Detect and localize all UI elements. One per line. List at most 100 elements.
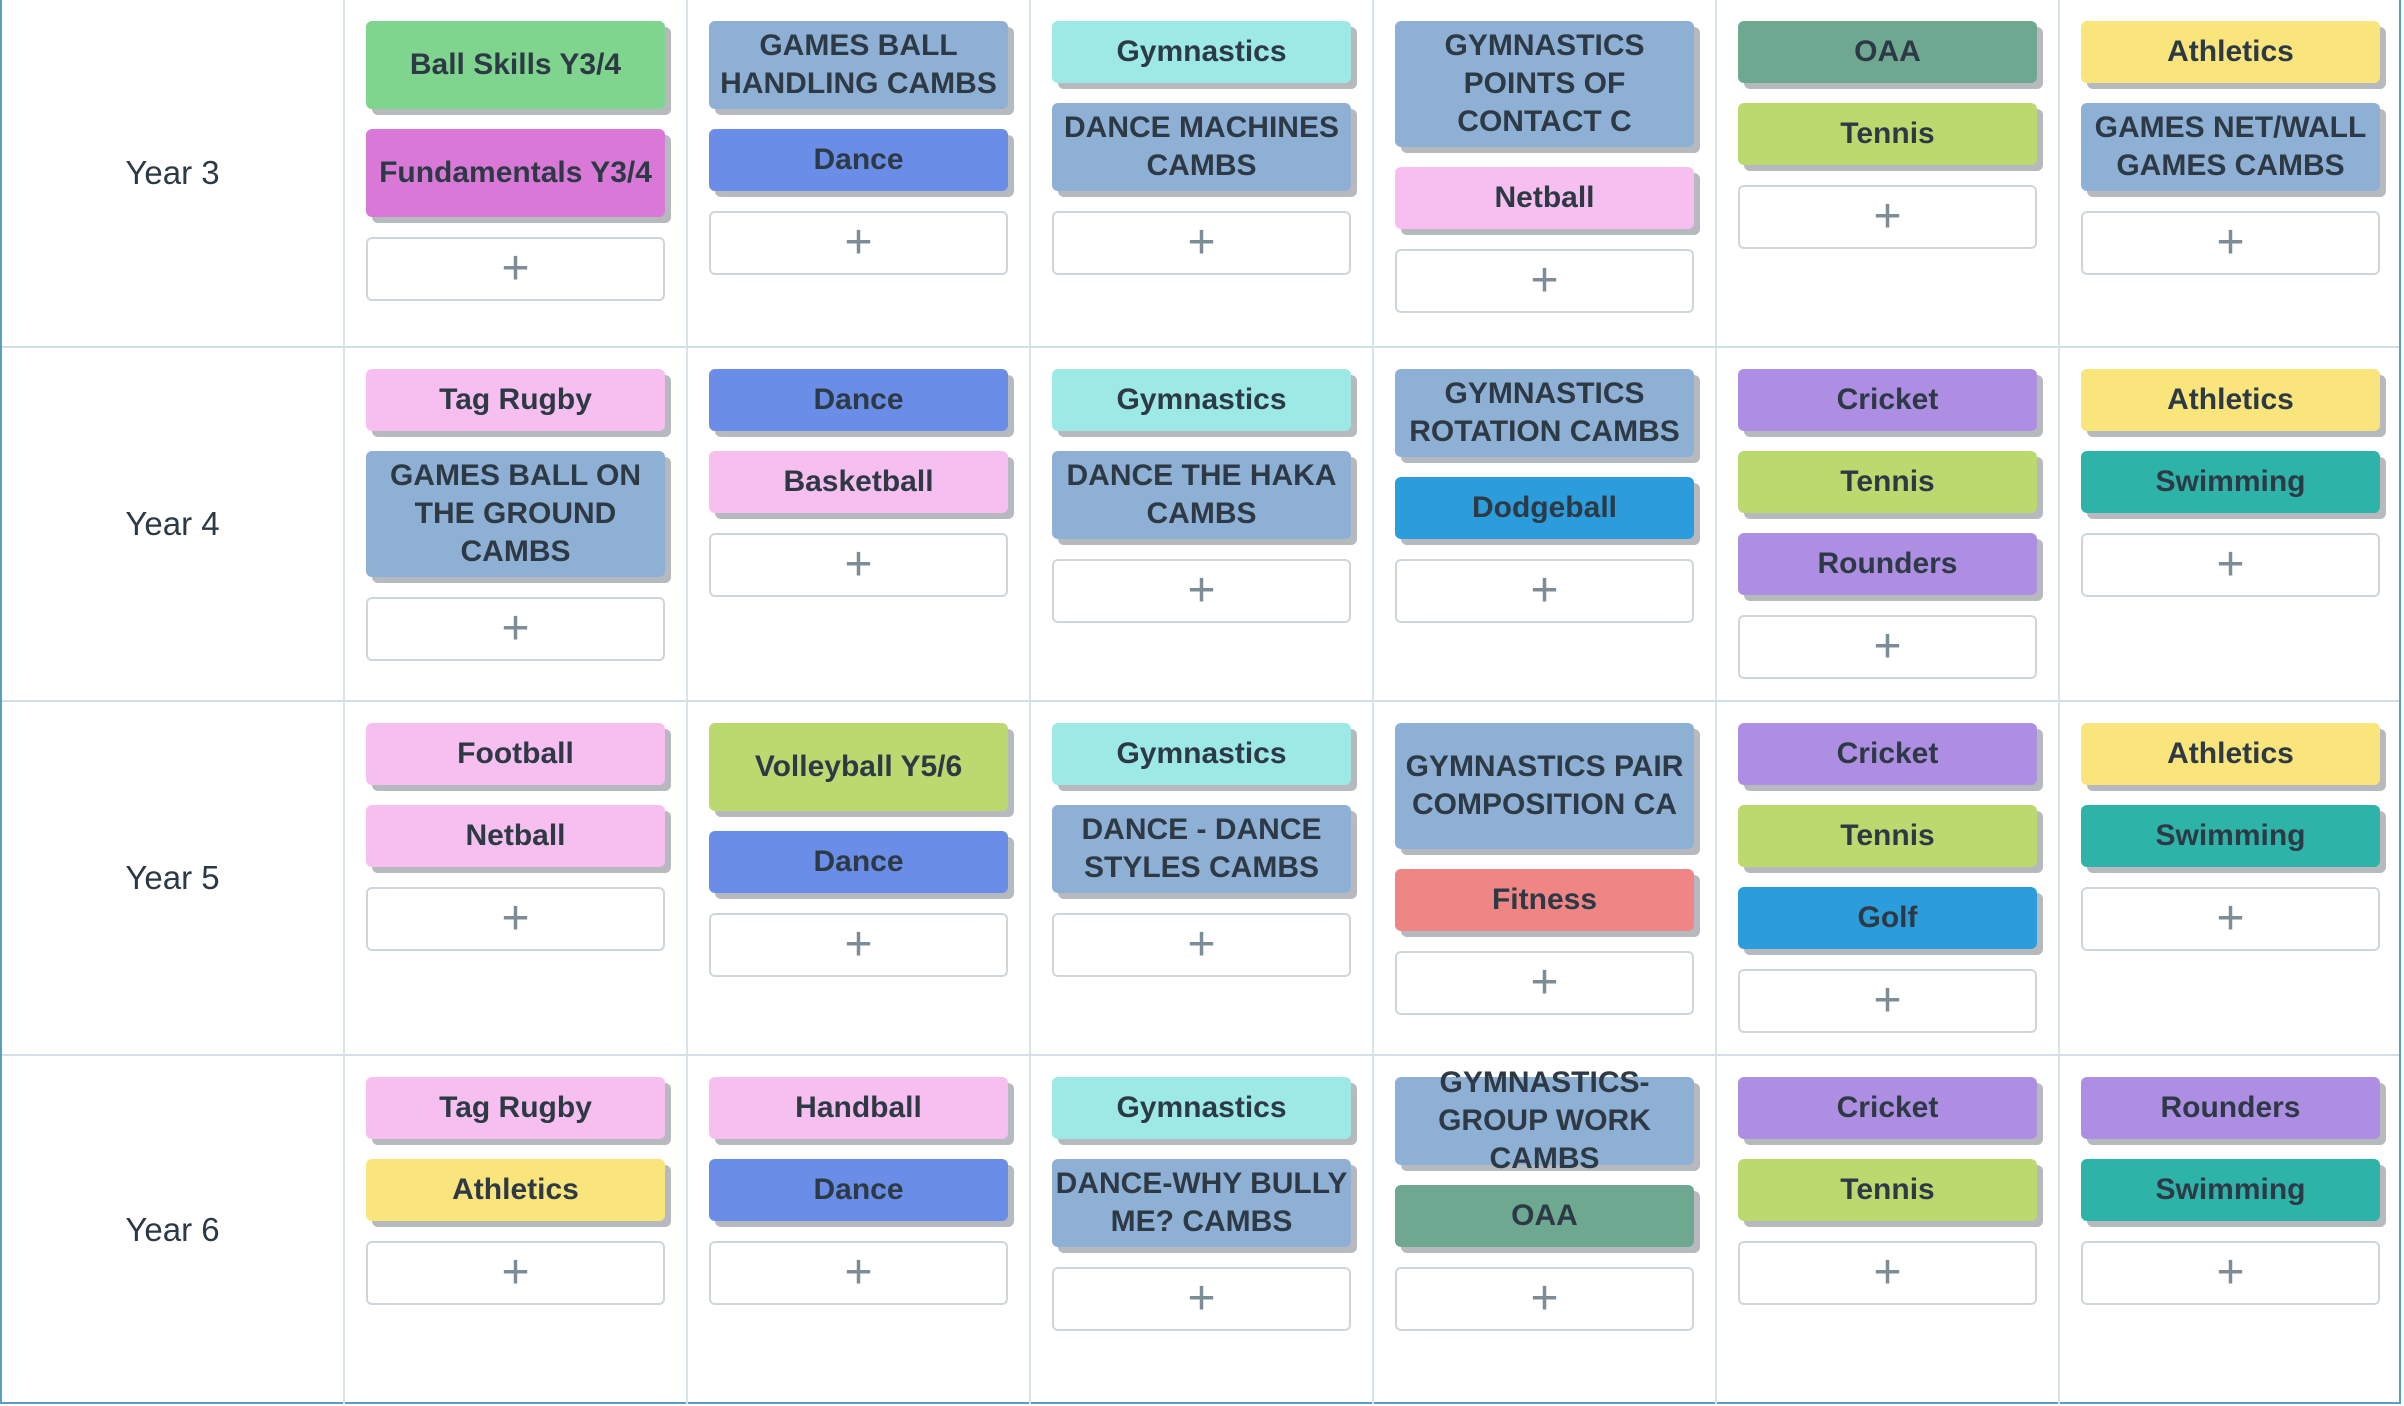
add-activity-button[interactable]: + bbox=[366, 237, 665, 301]
activity-card[interactable]: Fundamentals Y3/4 bbox=[366, 129, 665, 217]
activity-card[interactable]: GYMNASTICS ROTATION CAMBS bbox=[1395, 369, 1694, 457]
activity-card[interactable]: Netball bbox=[1395, 167, 1694, 229]
activity-card[interactable]: GAMES BALL ON THE GROUND CAMBS bbox=[366, 451, 665, 577]
activity-card[interactable]: Dance bbox=[709, 831, 1008, 893]
activity-card[interactable]: Tennis bbox=[1738, 451, 2037, 513]
activity-card[interactable]: Ball Skills Y3/4 bbox=[366, 21, 665, 109]
add-activity-button[interactable]: + bbox=[1395, 559, 1694, 623]
activity-card[interactable]: Gymnastics bbox=[1052, 369, 1351, 431]
activity-card[interactable]: Golf bbox=[1738, 887, 2037, 949]
add-activity-button[interactable]: + bbox=[2081, 887, 2380, 951]
activity-card[interactable]: Football bbox=[366, 723, 665, 785]
add-activity-button[interactable]: + bbox=[2081, 211, 2380, 275]
add-activity-button[interactable]: + bbox=[2081, 1241, 2380, 1305]
activity-card[interactable]: Gymnastics bbox=[1052, 1077, 1351, 1139]
year-label: Year 5 bbox=[125, 859, 220, 896]
activity-card[interactable]: GYMNASTICS PAIR COMPOSITION CA bbox=[1395, 723, 1694, 849]
year-label: Year 4 bbox=[125, 505, 220, 542]
plus-icon: + bbox=[1873, 974, 1902, 1027]
activity-card[interactable]: Athletics bbox=[2081, 21, 2380, 83]
activity-card[interactable]: Dance bbox=[709, 129, 1008, 191]
activity-card[interactable]: Tag Rugby bbox=[366, 369, 665, 431]
activity-card[interactable]: GYMNASTICS-GROUP WORK CAMBS bbox=[1395, 1066, 1694, 1175]
grid-cell: GYMNASTICS ROTATION CAMBS Dodgeball + bbox=[1374, 348, 1717, 700]
plus-icon: + bbox=[1187, 216, 1216, 269]
activity-card[interactable]: Athletics bbox=[2081, 723, 2380, 785]
activity-card[interactable]: Fitness bbox=[1395, 869, 1694, 931]
activity-card[interactable]: Rounders bbox=[1738, 533, 2037, 595]
activity-card[interactable]: Basketball bbox=[709, 451, 1008, 513]
row-label-cell: Year 5 bbox=[2, 702, 345, 1054]
plus-icon: + bbox=[501, 892, 530, 945]
year-label: Year 3 bbox=[125, 154, 220, 191]
activity-card[interactable]: Dance bbox=[709, 369, 1008, 431]
row-label-cell: Year 6 bbox=[2, 1056, 345, 1404]
activity-card[interactable]: OAA bbox=[1395, 1185, 1694, 1247]
activity-card[interactable]: GAMES BALL HANDLING CAMBS bbox=[709, 21, 1008, 109]
activity-card[interactable]: Cricket bbox=[1738, 369, 2037, 431]
add-activity-button[interactable]: + bbox=[1738, 615, 2037, 679]
add-activity-button[interactable]: + bbox=[1052, 913, 1351, 977]
add-activity-button[interactable]: + bbox=[709, 1241, 1008, 1305]
activity-card[interactable]: DANCE MACHINES CAMBS bbox=[1052, 103, 1351, 191]
activity-card[interactable]: Rounders bbox=[2081, 1077, 2380, 1139]
activity-card[interactable]: Cricket bbox=[1738, 723, 2037, 785]
add-activity-button[interactable]: + bbox=[1738, 185, 2037, 249]
grid-cell: GYMNASTICS POINTS OF CONTACT C Netball + bbox=[1374, 0, 1717, 346]
plus-icon: + bbox=[501, 1246, 530, 1299]
add-activity-button[interactable]: + bbox=[709, 913, 1008, 977]
activity-card[interactable]: Tennis bbox=[1738, 103, 2037, 165]
add-activity-button[interactable]: + bbox=[2081, 533, 2380, 597]
activity-card[interactable]: DANCE - DANCE STYLES CAMBS bbox=[1052, 805, 1351, 893]
activity-card[interactable]: Tag Rugby bbox=[366, 1077, 665, 1139]
activity-card[interactable]: DANCE THE HAKA CAMBS bbox=[1052, 451, 1351, 539]
add-activity-button[interactable]: + bbox=[1395, 1267, 1694, 1331]
plus-icon: + bbox=[2216, 216, 2245, 269]
activity-card[interactable]: Dodgeball bbox=[1395, 477, 1694, 539]
activity-card[interactable]: Tennis bbox=[1738, 805, 2037, 867]
activity-card[interactable]: GYMNASTICS POINTS OF CONTACT C bbox=[1395, 21, 1694, 147]
activity-card[interactable]: GAMES NET/WALL GAMES CAMBS bbox=[2081, 103, 2380, 191]
add-activity-button[interactable]: + bbox=[1052, 559, 1351, 623]
plus-icon: + bbox=[1873, 1246, 1902, 1299]
activity-card[interactable]: OAA bbox=[1738, 21, 2037, 83]
activity-card[interactable]: Swimming bbox=[2081, 451, 2380, 513]
activity-card[interactable]: Handball bbox=[709, 1077, 1008, 1139]
plus-icon: + bbox=[1873, 620, 1902, 673]
grid-cell: GAMES BALL HANDLING CAMBS Dance + bbox=[688, 0, 1031, 346]
activity-card[interactable]: Gymnastics bbox=[1052, 21, 1351, 83]
add-activity-button[interactable]: + bbox=[1052, 211, 1351, 275]
plus-icon: + bbox=[844, 918, 873, 971]
activity-card[interactable]: Tennis bbox=[1738, 1159, 2037, 1221]
plus-icon: + bbox=[2216, 1246, 2245, 1299]
activity-card[interactable]: Volleyball Y5/6 bbox=[709, 723, 1008, 811]
activity-card[interactable]: Cricket bbox=[1738, 1077, 2037, 1139]
plus-icon: + bbox=[844, 1246, 873, 1299]
activity-card[interactable]: Gymnastics bbox=[1052, 723, 1351, 785]
activity-card[interactable]: Athletics bbox=[366, 1159, 665, 1221]
plus-icon: + bbox=[1187, 1272, 1216, 1325]
activity-card[interactable]: Swimming bbox=[2081, 805, 2380, 867]
add-activity-button[interactable]: + bbox=[366, 1241, 665, 1305]
add-activity-button[interactable]: + bbox=[709, 211, 1008, 275]
activity-card[interactable]: DANCE-WHY BULLY ME? CAMBS bbox=[1052, 1159, 1351, 1247]
add-activity-button[interactable]: + bbox=[1052, 1267, 1351, 1331]
activity-card[interactable]: Dance bbox=[709, 1159, 1008, 1221]
add-activity-button[interactable]: + bbox=[366, 887, 665, 951]
plus-icon: + bbox=[1187, 564, 1216, 617]
add-activity-button[interactable]: + bbox=[1738, 1241, 2037, 1305]
add-activity-button[interactable]: + bbox=[1738, 969, 2037, 1033]
add-activity-button[interactable]: + bbox=[1395, 951, 1694, 1015]
activity-card[interactable]: Athletics bbox=[2081, 369, 2380, 431]
add-activity-button[interactable]: + bbox=[366, 597, 665, 661]
add-activity-button[interactable]: + bbox=[1395, 249, 1694, 313]
add-activity-button[interactable]: + bbox=[709, 533, 1008, 597]
activity-card[interactable]: Swimming bbox=[2081, 1159, 2380, 1221]
activity-card[interactable]: Netball bbox=[366, 805, 665, 867]
